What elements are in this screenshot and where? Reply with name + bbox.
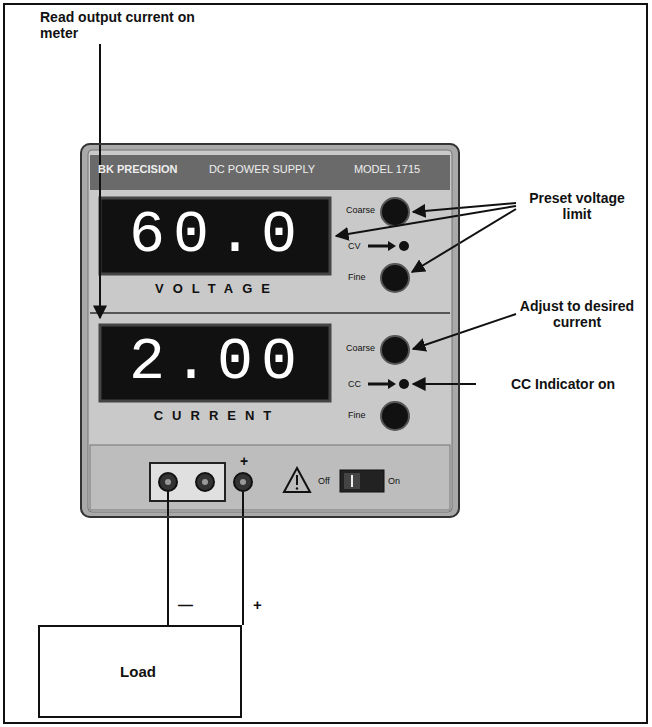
outer-frame: [4, 4, 647, 723]
callout-text: Adjust to desired current: [518, 298, 636, 330]
callout-text: Read output current on meter: [40, 9, 200, 41]
bottom-strip: [90, 445, 450, 510]
meter-label: VOLTAGE: [102, 281, 332, 296]
terminal-block: [150, 463, 225, 501]
power-supply-panel: BK PRECISION DC POWER SUPPLY MODEL 1715 60.…: [80, 143, 460, 518]
callout-text: CC Indicator on: [478, 376, 648, 392]
wire: [167, 518, 169, 625]
load-box: Load: [38, 625, 242, 718]
meter-label: CURRENT: [102, 408, 332, 423]
switch-label: Off: [318, 476, 338, 486]
panel-face: [88, 150, 452, 512]
current-readout: 2.00: [102, 326, 332, 398]
terminals: [159, 473, 252, 491]
load-label: Load: [40, 663, 236, 680]
knob-label: Coarse: [346, 205, 378, 215]
warning-triangle: [284, 468, 310, 492]
divider: [90, 312, 450, 314]
knob-label: Coarse: [346, 343, 378, 353]
polarity-mark: +: [238, 453, 250, 469]
knob-label: Fine: [348, 410, 378, 420]
knob-label: Fine: [348, 272, 378, 282]
knobs: [381, 198, 409, 430]
model-number: MODEL 1715: [332, 163, 442, 175]
power-switch: [340, 470, 384, 492]
meter-display: 2.00CURRENT: [97, 324, 347, 434]
switch-label: On: [388, 476, 408, 486]
brand-name: BK PRECISION: [98, 163, 193, 175]
indicator-label: CC: [348, 379, 368, 389]
wire: [242, 518, 244, 625]
header-strip: [90, 155, 450, 190]
polarity-label: +: [251, 596, 264, 613]
product-name: DC POWER SUPPLY: [197, 163, 327, 175]
callout-text: Preset voltage limit: [518, 190, 636, 222]
polarity-label: —: [176, 596, 195, 613]
indicator-leds: [368, 241, 409, 389]
voltage-readout: 60.0: [102, 199, 332, 271]
indicator-label: CV: [348, 241, 368, 251]
terminal-wires: [168, 491, 243, 518]
panel-body: [80, 143, 460, 518]
meter-display: 60.0VOLTAGE: [97, 197, 347, 307]
